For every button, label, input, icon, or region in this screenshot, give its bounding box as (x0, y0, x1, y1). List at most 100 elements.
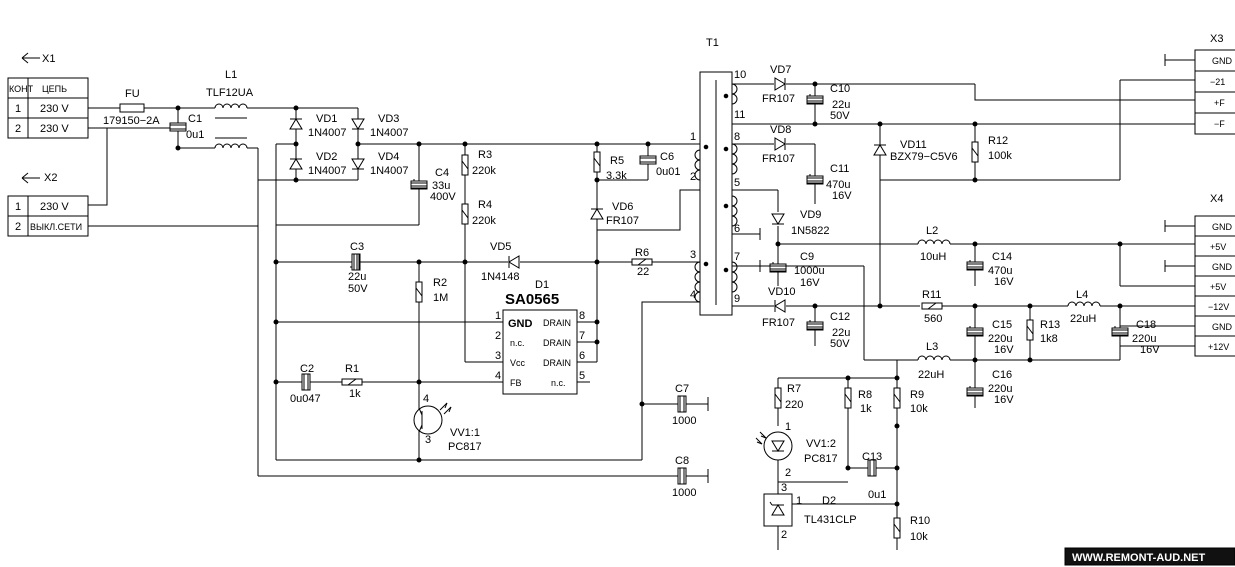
r5-value: 3.3k (606, 170, 627, 182)
x3-pin-21: −21 (1210, 77, 1225, 87)
ic-pin1-label: GND (508, 318, 533, 330)
c6-ref: C6 (660, 151, 674, 163)
ic-body (502, 309, 578, 395)
connector-x3: X3 GND −21 +F −F (1164, 33, 1235, 135)
vd11-value: BZX79−C5V6 (890, 151, 958, 163)
l3-value: 22uH (918, 369, 944, 381)
c7-value: 1000 (672, 415, 696, 427)
c12-voltage: 50V (830, 338, 850, 350)
x2-pin1: 1 (15, 201, 21, 213)
watermark-text: WWW.REMONT-AUD.NET (1072, 552, 1205, 564)
connector-x1: X1 КОНТ ЦЕПЬ 1 230 V 2 230 V (7, 52, 89, 139)
ic-d1-sa0565: D1 SA0565 GND n.c. Vcc FB DRAIN DRAIN DR… (495, 279, 600, 395)
vv11-pin4: 4 (423, 393, 429, 405)
r2-ref: R2 (433, 277, 447, 289)
ic-name: SA0565 (505, 291, 559, 308)
c12-ref: C12 (830, 311, 850, 323)
vd3-value: 1N4007 (370, 127, 409, 139)
r4-ref: R4 (478, 199, 492, 211)
input-filter: FU 179150−2A C1 0u1 L1 TLF12UA (88, 69, 296, 227)
vd1-value: 1N4007 (308, 127, 347, 139)
r3-value: 220k (472, 165, 496, 177)
r12-value: 100k (988, 150, 1012, 162)
c2-value: 0u047 (290, 393, 321, 405)
c16-value: 220u (988, 383, 1012, 395)
secondary-side: VD7 FR107 C10 22u 50V VD11 BZX79−C5V6 R1… (732, 64, 1195, 408)
x1-ref: X1 (42, 53, 55, 65)
ic-pin5-num: 5 (579, 370, 585, 382)
feedback-network: R7 220 R8 1k R9 10k 1 2 VV1:2 PC817 C13 … (755, 360, 930, 550)
d2-ref: D2 (822, 495, 836, 507)
x3-pin-gnd: GND (1212, 56, 1233, 66)
vv12-ref: VV1:2 (806, 438, 836, 450)
transformer-t1: T1 1 2 3 4 10 11 8 5 6 7 9 (690, 37, 746, 316)
t1-pin6: 6 (734, 223, 740, 235)
c10-voltage: 50V (830, 110, 850, 122)
c3-value: 22u (348, 271, 366, 283)
r12-ref: R12 (988, 135, 1008, 147)
connector-x4: X4 GND +5V GND +5V −12V GND +12V (1164, 193, 1235, 357)
vd6-ref: VD6 (612, 201, 633, 213)
r13-ref: R13 (1040, 319, 1060, 331)
t1-pin7: 7 (734, 251, 740, 263)
c2-ref: C2 (300, 363, 314, 375)
t1-pin5: 5 (734, 177, 740, 189)
x2-pin2: 2 (15, 221, 21, 233)
t1-pin1: 1 (690, 131, 696, 143)
c7-ref: C7 (675, 383, 689, 395)
c9-value: 1000u (794, 265, 825, 277)
ic-pin5-label: n.c. (551, 378, 566, 388)
vd4-ref: VD4 (378, 151, 399, 163)
r13-value: 1k8 (1040, 333, 1058, 345)
l1-ref: L1 (225, 69, 237, 81)
x1-header-circuit: ЦЕПЬ (42, 84, 67, 94)
r7-value: 220 (785, 399, 803, 411)
t1-pin4: 4 (690, 289, 696, 301)
connector-x2: X2 1 230 V 2 ВЫКЛ.СЕТИ (7, 172, 89, 237)
x2-pin1-net: 230 V (40, 201, 69, 213)
r6-value: 22 (637, 266, 649, 278)
c14-voltage: 16V (994, 276, 1014, 288)
vd7-value: FR107 (762, 93, 795, 105)
x1-header-contact: КОНТ (9, 84, 34, 94)
vv11-value: PC817 (448, 441, 482, 453)
c11-ref: C11 (830, 163, 849, 175)
r10-value: 10k (910, 531, 928, 543)
c8-value: 1000 (672, 487, 696, 499)
fu-value: 179150−2A (103, 115, 160, 127)
c9-voltage: 16V (800, 277, 820, 289)
c15-voltage: 16V (994, 344, 1014, 356)
vd3-ref: VD3 (378, 113, 399, 125)
r3-ref: R3 (478, 149, 492, 161)
primary-side: C4 33u 400V R3 220k R4 220k R5 3.3k C6 0… (257, 141, 709, 499)
ic-pin4-label: FB (510, 378, 522, 388)
l4-value: 22uH (1070, 313, 1096, 325)
l2-value: 10uH (920, 251, 946, 263)
vd7-ref: VD7 (770, 64, 791, 76)
c14-ref: C14 (992, 251, 1012, 263)
x4-pin-gnd-2: GND (1212, 262, 1233, 272)
vv11-ref: VV1:1 (450, 427, 480, 439)
vd6-value: FR107 (606, 215, 639, 227)
c16-ref: C16 (992, 369, 1012, 381)
c4-voltage: 400V (430, 191, 456, 203)
ic-pin1-num: 1 (495, 310, 501, 322)
ic-pin8-label: DRAIN (543, 318, 571, 328)
ic-pin6-num: 6 (579, 350, 585, 362)
x4-pin-12v-pos: +12V (1208, 342, 1229, 352)
ic-pin6-label: DRAIN (543, 358, 571, 368)
x1-pin2: 2 (15, 123, 21, 135)
ic-pin3-label: Vcc (510, 358, 526, 368)
r11-ref: R11 (922, 289, 941, 301)
t1-pin9: 9 (734, 293, 740, 305)
vd10-value: FR107 (762, 317, 795, 329)
optocoupler-transistor-vv1-1 (413, 405, 443, 435)
ic-pin2-label: n.c. (510, 338, 525, 348)
r9-ref: R9 (910, 389, 924, 401)
ic-pin8-num: 8 (579, 310, 585, 322)
r8-value: 1k (860, 403, 872, 415)
vv12-pin2: 2 (785, 467, 791, 479)
c1-value: 0u1 (186, 129, 204, 141)
l1-value: TLF12UA (206, 87, 254, 99)
